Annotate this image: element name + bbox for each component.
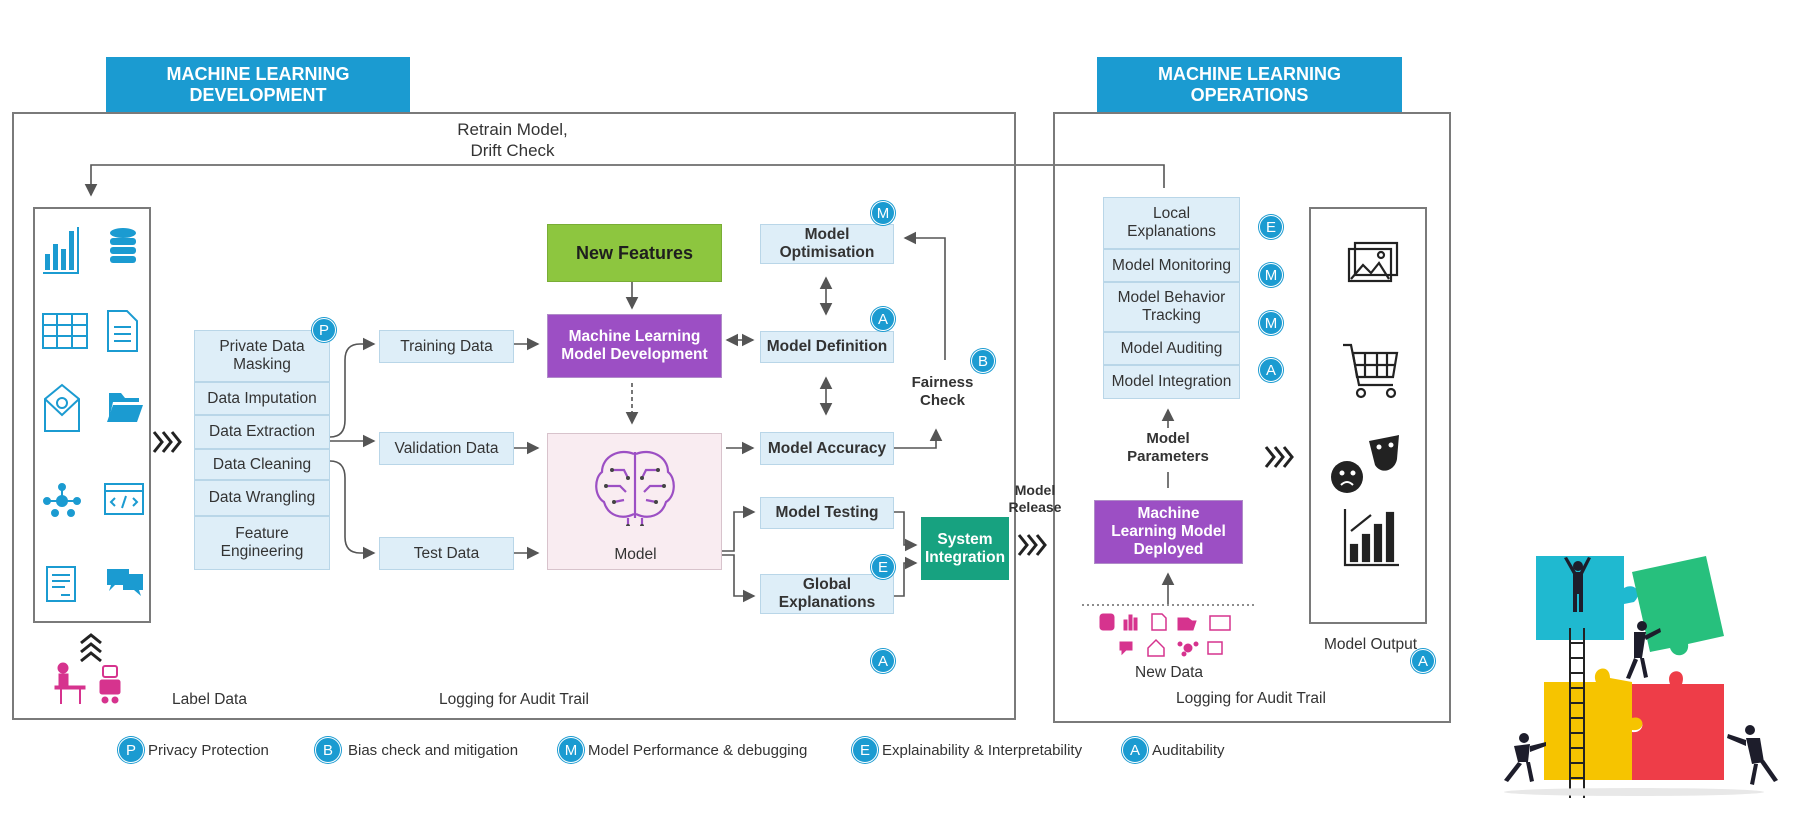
new-data-label: New Data <box>1135 664 1204 681</box>
form-icon <box>46 566 76 602</box>
feature-engineering: Feature Engineering <box>194 516 330 570</box>
global-explanations: Global Explanations <box>760 574 894 614</box>
model-output-panel <box>1309 207 1427 624</box>
legend-bias: B Bias check and mitigation <box>315 737 518 763</box>
ml-operations-frame <box>1053 112 1451 723</box>
local-explanations: Local Explanations <box>1103 197 1240 249</box>
database-icon <box>110 228 136 263</box>
data-wrangling: Data Wrangling <box>194 480 330 516</box>
retrain-line-2: Drift Check <box>470 141 555 160</box>
label-data: Label Data <box>172 691 247 708</box>
legend-label-auditability: Auditability <box>1152 741 1225 759</box>
badge-e-local: E <box>1259 215 1283 239</box>
image-gallery-icon <box>1347 241 1399 283</box>
shopping-cart-icon <box>1343 343 1399 399</box>
badge-a-definition: A <box>871 307 895 331</box>
data-extraction: Data Extraction <box>194 415 330 449</box>
legend-badge-e: E <box>852 737 878 763</box>
badge-m-monitoring: M <box>1259 263 1283 287</box>
legend-label-explainability: Explainability & Interpretability <box>882 741 1083 759</box>
badge-b-fairness: B <box>971 349 995 373</box>
bar-chart-icon <box>43 227 79 274</box>
ml-development-header: MACHINE LEARNING DEVELOPMENT <box>106 57 410 113</box>
legend-badge-p: P <box>118 737 144 763</box>
training-data: Training Data <box>379 330 514 363</box>
model-auditing: Model Auditing <box>1103 332 1240 365</box>
legend-label-privacy: Privacy Protection <box>148 741 269 759</box>
model-release: Model Release <box>1008 482 1062 515</box>
data-imputation: Data Imputation <box>194 382 330 415</box>
ml-operations-header: MACHINE LEARNING OPERATIONS <box>1097 57 1402 113</box>
private-data-masking: Private Data Masking <box>194 330 330 382</box>
model-definition: Model Definition <box>760 331 894 363</box>
model-behavior-tracking: Model Behavior Tracking <box>1103 282 1240 332</box>
label-data-icon <box>54 662 121 704</box>
network-icon <box>43 483 81 517</box>
brain-icon <box>595 450 675 526</box>
fairness-check: Fairness Check <box>911 374 974 409</box>
legend-privacy: P Privacy Protection <box>118 737 269 763</box>
badge-e-global: E <box>871 555 895 579</box>
theater-masks-icon <box>1331 435 1399 493</box>
model-integration: Model Integration <box>1103 365 1240 399</box>
data-source-icons <box>42 227 144 602</box>
table-grid-icon <box>42 313 88 349</box>
new-features: New Features <box>547 224 722 282</box>
legend-label-performance: Model Performance & debugging <box>588 741 808 759</box>
legend-badge-a: A <box>1122 737 1148 763</box>
system-integration: System Integration <box>921 517 1009 580</box>
chevrons <box>80 431 1294 663</box>
growth-chart-icon <box>1343 509 1399 567</box>
logging-audit-dev: Logging for Audit Trail <box>439 691 589 708</box>
data-sources-panel <box>33 207 151 623</box>
ml-development-frame <box>12 112 1016 720</box>
model-monitoring: Model Monitoring <box>1103 249 1240 282</box>
logging-audit-ops: Logging for Audit Trail <box>1176 690 1326 707</box>
model-box: Model <box>547 433 722 570</box>
legend-badge-b: B <box>315 737 341 763</box>
data-cleaning: Data Cleaning <box>194 449 330 480</box>
badge-a-logging-dev: A <box>871 649 895 673</box>
legend-explainability: E Explainability & Interpretability <box>852 737 1082 763</box>
ml-model-deployed: Machine Learning Model Deployed <box>1094 500 1243 564</box>
model-output-label: Model Output <box>1324 636 1418 653</box>
puzzle-teamwork-illustration <box>1504 556 1778 798</box>
output-icons <box>1331 241 1399 567</box>
code-window-icon <box>104 483 144 515</box>
new-data-icons <box>1099 613 1231 657</box>
retrain-label: Retrain Model, Drift Check <box>430 119 595 161</box>
model-parameters: Model Parameters <box>1127 430 1209 465</box>
badge-p-privacy: P <box>312 318 336 342</box>
model-label: Model <box>614 546 657 563</box>
chat-icon <box>107 569 143 596</box>
legend-label-bias: Bias check and mitigation <box>348 741 519 759</box>
legend-badge-m: M <box>558 737 584 763</box>
badge-a-auditing: A <box>1259 358 1283 382</box>
retrain-line-1: Retrain Model, <box>457 120 568 139</box>
email-icon <box>44 383 80 432</box>
badge-m-tracking: M <box>1259 311 1283 335</box>
document-icon <box>107 310 138 352</box>
folder-icon <box>107 393 143 422</box>
model-optimisation: Model Optimisation <box>760 224 894 264</box>
model-testing: Model Testing <box>760 497 894 529</box>
legend-performance: M Model Performance & debugging <box>558 737 807 763</box>
test-data: Test Data <box>379 537 514 570</box>
badge-a-output: A <box>1411 649 1435 673</box>
legend-auditability: A Auditability <box>1122 737 1225 763</box>
model-accuracy: Model Accuracy <box>760 432 894 465</box>
ml-model-development: Machine Learning Model Development <box>547 314 722 378</box>
validation-data: Validation Data <box>379 432 514 465</box>
badge-m-optimisation: M <box>871 201 895 225</box>
